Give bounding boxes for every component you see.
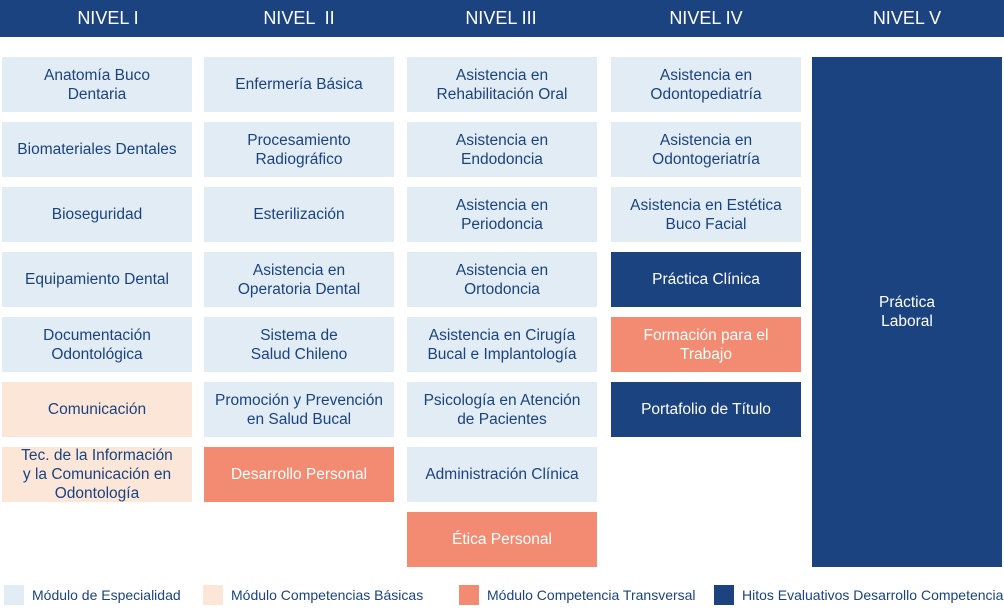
legend-item-basicas: Módulo Competencias Básicas bbox=[203, 584, 423, 606]
module-box: Anatomía Buco Dentaria bbox=[2, 57, 192, 112]
module-box: Asistencia en Estética Buco Facial bbox=[611, 187, 801, 242]
level-header-1: NIVEL I bbox=[77, 8, 139, 28]
module-box: Comunicación bbox=[2, 382, 192, 437]
legend-label: Módulo de Especialidad bbox=[32, 587, 181, 603]
module-box: Formación para el Trabajo bbox=[611, 317, 801, 372]
module-box: Bioseguridad bbox=[2, 187, 192, 242]
legend-swatch bbox=[459, 585, 479, 605]
legend-swatch bbox=[714, 585, 734, 605]
module-box: Asistencia en Rehabilitación Oral bbox=[407, 57, 597, 112]
legend-swatch bbox=[4, 585, 24, 605]
legend-label: Módulo Competencia Transversal bbox=[487, 587, 696, 603]
level-header-2: NIVEL II bbox=[263, 8, 335, 28]
module-box: Portafolio de Título bbox=[611, 382, 801, 437]
module-box: Asistencia en Operatoria Dental bbox=[204, 252, 394, 307]
module-box: Asistencia en Cirugía Bucal e Implantolo… bbox=[407, 317, 597, 372]
module-box: Administración Clínica bbox=[407, 447, 597, 502]
module-box: Enfermería Básica bbox=[204, 57, 394, 112]
module-box: Asistencia en Odontogeriatría bbox=[611, 122, 801, 177]
module-box: Equipamiento Dental bbox=[2, 252, 192, 307]
legend-swatch bbox=[203, 585, 223, 605]
legend-item-transversal: Módulo Competencia Transversal bbox=[459, 584, 696, 606]
module-box: Esterilización bbox=[204, 187, 394, 242]
legend-item-especialidad: Módulo de Especialidad bbox=[4, 584, 181, 606]
levels-header: NIVEL I NIVEL II NIVEL III NIVEL IV NIVE… bbox=[0, 0, 1004, 37]
module-box: Asistencia en Periodoncia bbox=[407, 187, 597, 242]
legend-label: Módulo Competencias Básicas bbox=[231, 587, 424, 603]
module-box: Documentación Odontológica bbox=[2, 317, 192, 372]
module-box: Asistencia en Odontopediatría bbox=[611, 57, 801, 112]
level-header-3: NIVEL III bbox=[465, 8, 537, 28]
module-box: Asistencia en Endodoncia bbox=[407, 122, 597, 177]
module-box: Práctica Clínica bbox=[611, 252, 801, 307]
module-box: Sistema de Salud Chileno bbox=[204, 317, 394, 372]
module-box: Asistencia en Ortodoncia bbox=[407, 252, 597, 307]
legend-item-hitos: Hitos Evaluativos Desarrollo Competencia… bbox=[714, 584, 1004, 606]
module-box-practica-laboral: Práctica Laboral bbox=[812, 57, 1002, 567]
level-header-5: NIVEL V bbox=[872, 8, 942, 28]
module-box: Desarrollo Personal bbox=[204, 447, 394, 502]
module-box: Promoción y Prevención en Salud Bucal bbox=[204, 382, 394, 437]
module-box: Ética Personal bbox=[407, 512, 597, 567]
level-header-4: NIVEL IV bbox=[669, 8, 743, 28]
legend-label: Hitos Evaluativos Desarrollo Competencia… bbox=[742, 587, 1004, 603]
module-box: Biomateriales Dentales bbox=[2, 122, 192, 177]
module-box: Procesamiento Radiográfico bbox=[204, 122, 394, 177]
module-box: Psicología en Atención de Pacientes bbox=[407, 382, 597, 437]
module-box: Tec. de la Información y la Comunicación… bbox=[2, 447, 192, 502]
